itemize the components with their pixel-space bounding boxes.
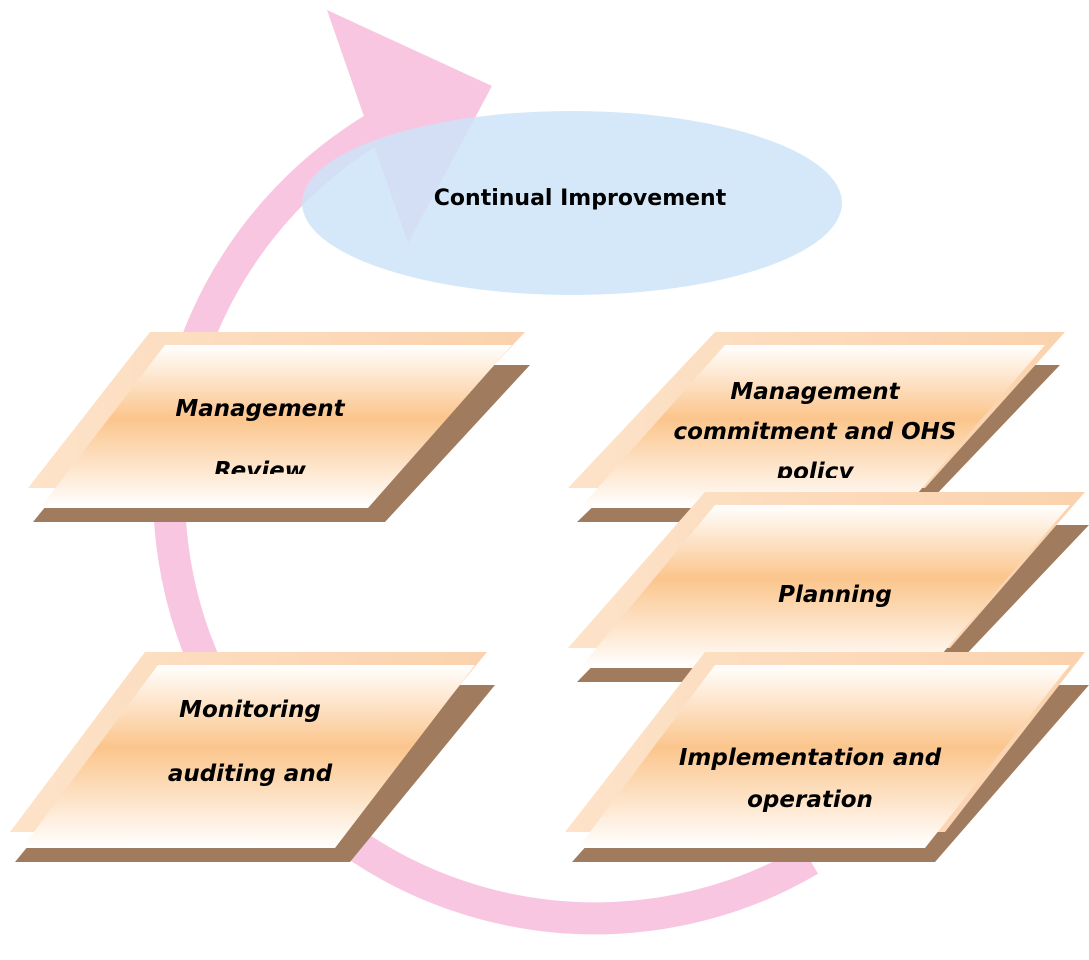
plate-management-review bbox=[28, 332, 530, 522]
plate-implementation bbox=[565, 652, 1089, 862]
plate-planning bbox=[568, 492, 1089, 682]
plate-monitoring bbox=[10, 652, 495, 862]
cycle-arrow-head bbox=[327, 10, 492, 243]
continual-improvement-ellipse bbox=[302, 111, 842, 295]
plate-management-commitment bbox=[568, 332, 1065, 522]
